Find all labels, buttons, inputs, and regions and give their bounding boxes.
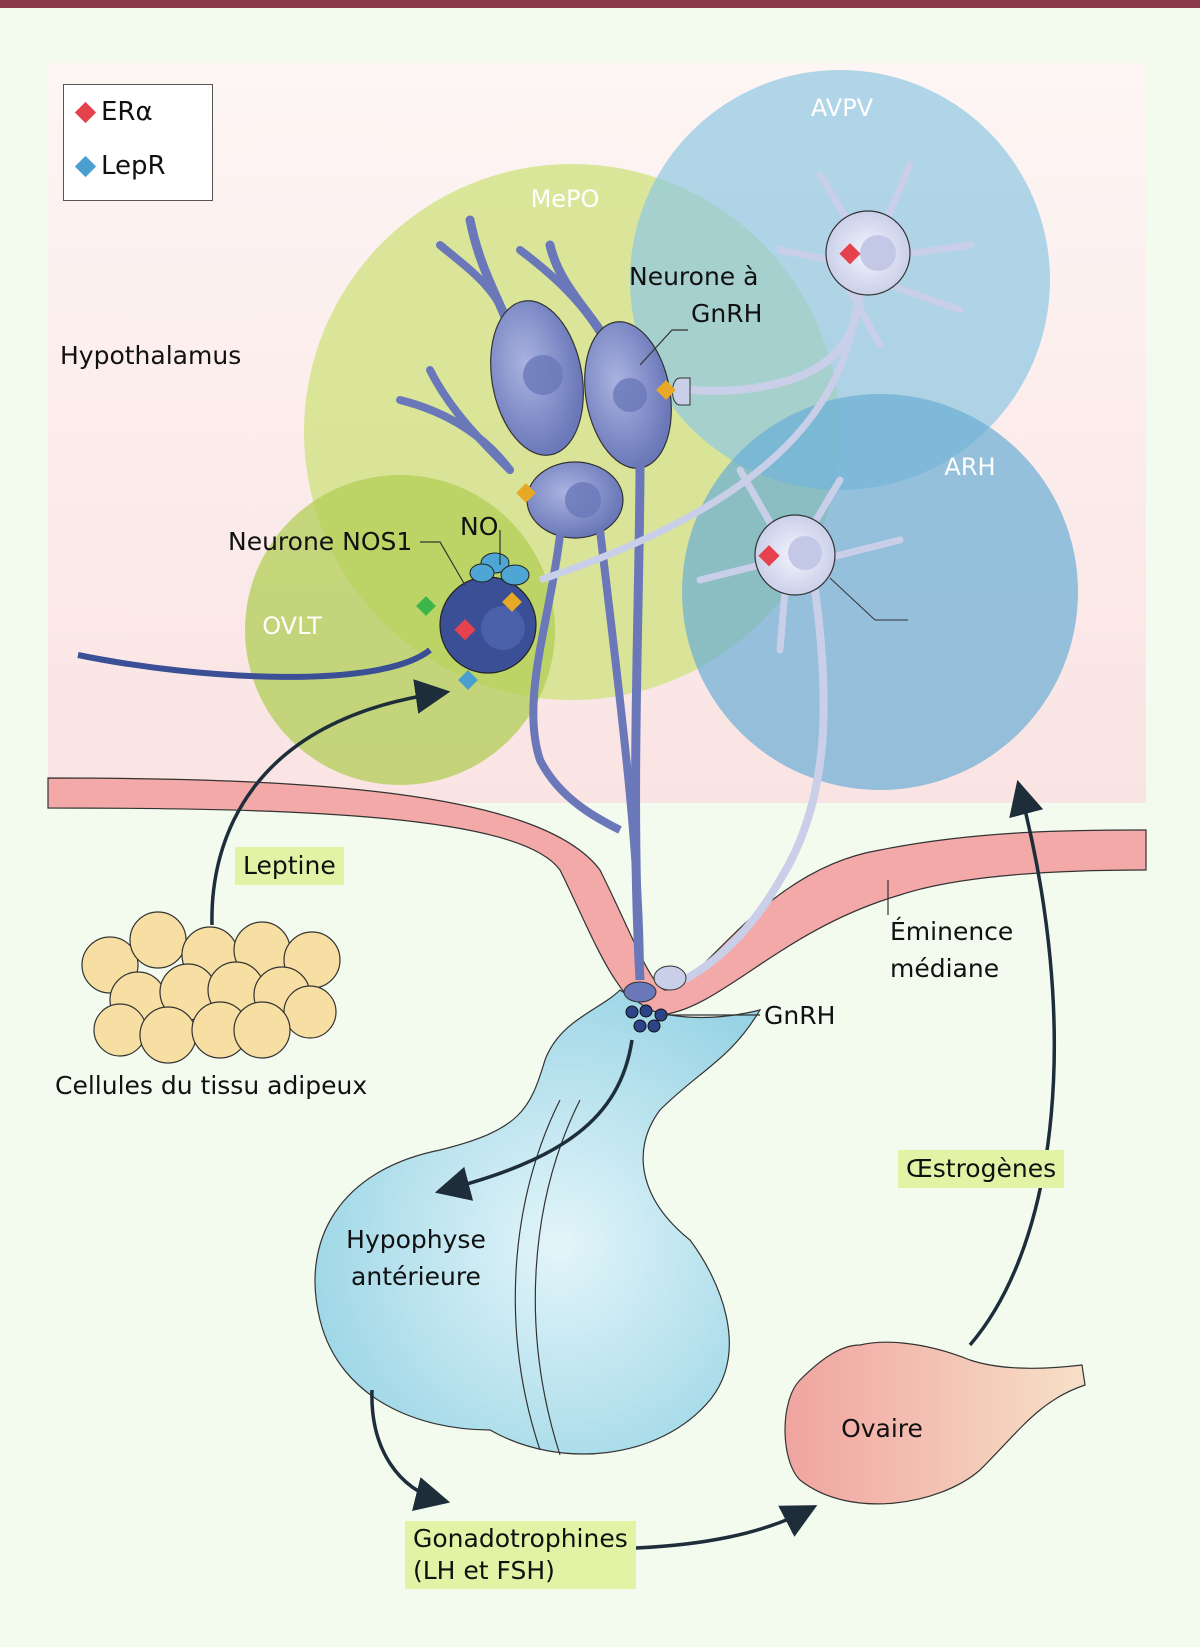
leptin-arrow bbox=[210, 679, 451, 926]
gonadotropins-arrow bbox=[635, 1505, 818, 1550]
estrogens-tag: Œstrogènes bbox=[898, 1150, 1065, 1188]
gnrh-to-pituitary-arrow bbox=[434, 1039, 634, 1201]
adipose-label: Cellules du tissu adipeux bbox=[55, 1071, 367, 1100]
ovlt-label: OVLT bbox=[262, 612, 322, 640]
arh-region bbox=[682, 394, 1078, 790]
ovary-label: Ovaire bbox=[841, 1414, 923, 1443]
pituitary-lobe-border-2 bbox=[534, 1099, 581, 1456]
arh-label: ARH bbox=[944, 453, 995, 481]
blue-diamond-icon bbox=[74, 155, 97, 177]
ovary bbox=[784, 1341, 1086, 1505]
gonadotropins-tag: Gonadotrophines (LH et FSH) bbox=[405, 1521, 636, 1589]
no-label: NO bbox=[460, 512, 498, 541]
orange-marker-gnrh-2 bbox=[516, 483, 536, 503]
legend-item-era: ERα bbox=[74, 97, 153, 127]
red-diamond-icon bbox=[74, 101, 97, 123]
gnrh-neurons bbox=[396, 215, 672, 1003]
leptin-tag: Leptine bbox=[235, 847, 344, 885]
avpv-label: AVPV bbox=[811, 94, 874, 122]
pituitary-output-arrow bbox=[370, 1389, 451, 1512]
gnrh-neuron-label-2: GnRH bbox=[691, 299, 762, 328]
top-border-bar bbox=[0, 0, 1200, 8]
median-eminence-label-2: médiane bbox=[890, 954, 999, 983]
pituitary-lobe-border bbox=[514, 1099, 561, 1451]
gnrh-label: GnRH bbox=[764, 1001, 835, 1030]
nos1-neuron-label: Neurone NOS1 bbox=[228, 527, 412, 556]
orange-marker-gnrh-1 bbox=[656, 380, 676, 400]
lepr-marker-nos1 bbox=[458, 670, 478, 690]
orange-marker-nos1 bbox=[502, 592, 522, 612]
median-eminence-label-1: Éminence bbox=[890, 917, 1013, 946]
era-marker-avpv bbox=[839, 243, 861, 265]
legend: ERα LepR bbox=[63, 84, 213, 201]
ovlt-region bbox=[245, 475, 555, 785]
era-marker-arh bbox=[758, 545, 780, 567]
leader-lines bbox=[420, 329, 889, 1016]
green-marker-nos1 bbox=[416, 596, 436, 616]
pituitary-label-1: Hypophyse bbox=[346, 1225, 486, 1254]
legend-label-lepr: LepR bbox=[101, 151, 166, 181]
legend-item-lepr: LepR bbox=[74, 151, 166, 181]
legend-label-era: ERα bbox=[101, 97, 153, 127]
gonadotropins-label-1: Gonadotrophines bbox=[413, 1524, 628, 1553]
median-eminence bbox=[47, 777, 1147, 1016]
pituitary-label-2: antérieure bbox=[351, 1262, 481, 1291]
estrogen-arrow bbox=[968, 779, 1056, 1347]
gonadotropins-label-2: (LH et FSH) bbox=[413, 1556, 555, 1585]
gnrh-granules bbox=[625, 1004, 668, 1033]
adipose-cells bbox=[81, 911, 341, 1064]
gnrh-neuron-label-1: Neurone à bbox=[629, 262, 758, 291]
avpv-neuron bbox=[538, 161, 974, 584]
arh-neuron bbox=[653, 466, 908, 991]
hypothalamus-label: Hypothalamus bbox=[60, 341, 241, 370]
pituitary-gland bbox=[314, 989, 762, 1455]
mepo-label: MePO bbox=[531, 185, 600, 213]
